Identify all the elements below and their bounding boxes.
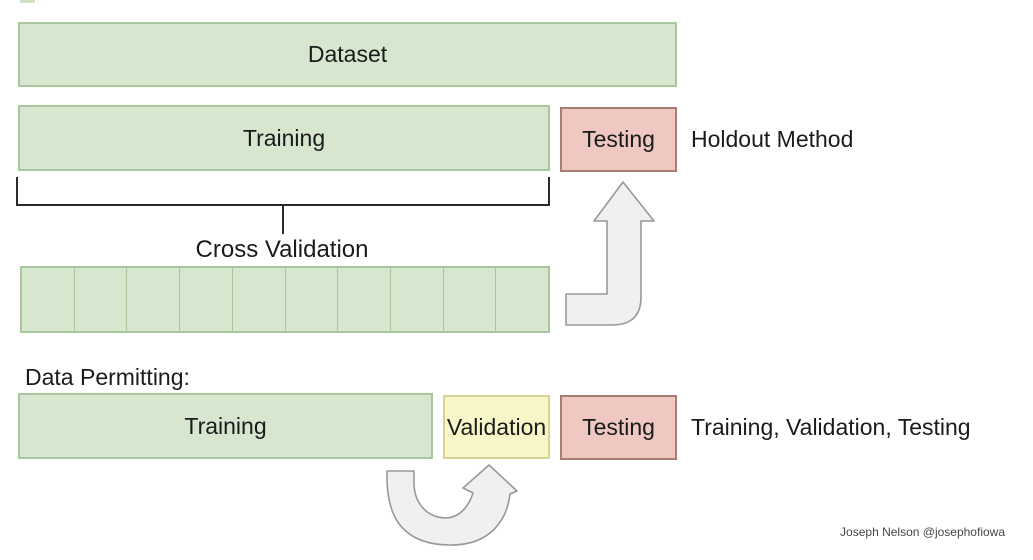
cross-validation-bracket (16, 177, 550, 206)
artifact-green-speck (20, 0, 35, 3)
cross-validation-bracket-tick (282, 205, 284, 234)
split-validation-box: Validation (443, 395, 550, 459)
fold-segment (180, 268, 233, 331)
split-caption: Training, Validation, Testing (691, 395, 971, 460)
up-arrow-icon (565, 181, 655, 326)
fold-segment (127, 268, 181, 331)
fold-segment (391, 268, 444, 331)
fold-segment (22, 268, 75, 331)
holdout-training-box: Training (18, 105, 550, 171)
cross-validation-folds (20, 266, 550, 333)
split-testing-box: Testing (560, 395, 677, 460)
holdout-training-label: Training (242, 124, 326, 151)
fold-segment (75, 268, 128, 331)
credit-text: Joseph Nelson @josephofiowa (840, 525, 1005, 539)
holdout-method-caption: Holdout Method (691, 107, 853, 172)
cross-validation-label: Cross Validation (195, 236, 369, 263)
fold-segment (496, 268, 548, 331)
fold-segment (286, 268, 339, 331)
holdout-testing-box: Testing (560, 107, 677, 172)
holdout-method-caption-text: Holdout Method (691, 126, 854, 152)
split-validation-label: Validation (446, 413, 547, 440)
split-caption-text: Training, Validation, Testing (691, 414, 971, 440)
holdout-testing-label: Testing (582, 126, 655, 152)
fold-segment (338, 268, 391, 331)
split-training-label: Training (184, 412, 267, 439)
fold-segment (233, 268, 286, 331)
data-permitting-heading: Data Permitting: (25, 364, 190, 390)
split-training-box: Training (18, 393, 433, 459)
dataset-box: Dataset (18, 22, 677, 87)
split-testing-label: Testing (582, 414, 655, 440)
fold-segment (444, 268, 497, 331)
dataset-label: Dataset (307, 41, 388, 67)
curved-arrow-icon (386, 464, 518, 546)
